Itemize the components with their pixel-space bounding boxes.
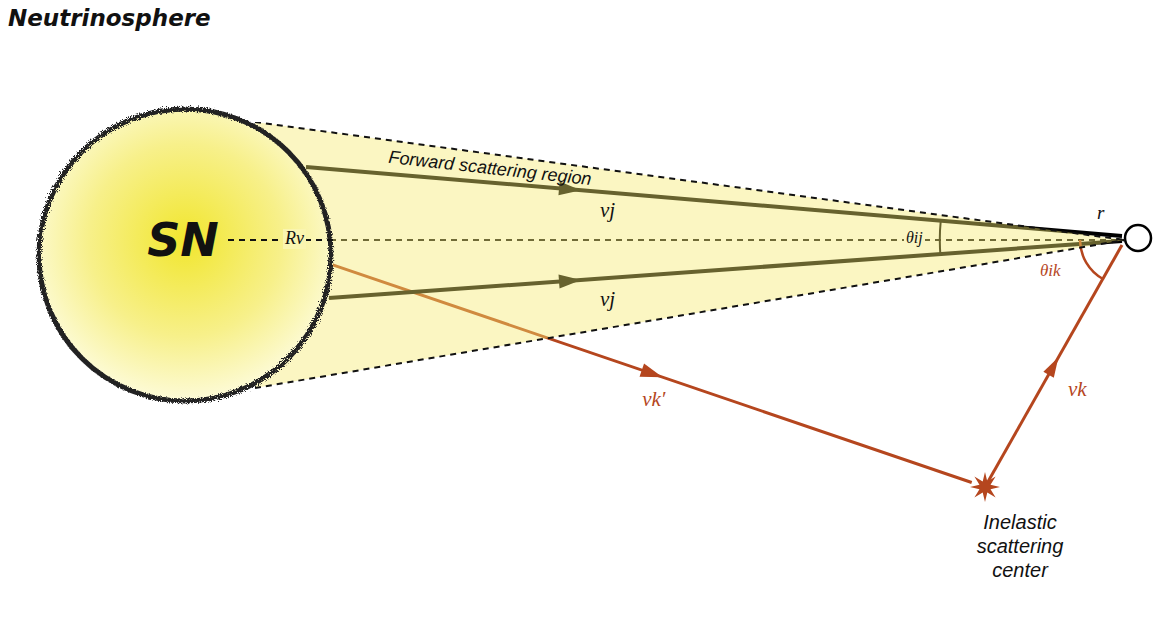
- scattering-center-label: Inelastic scattering center: [960, 510, 1080, 582]
- supernova-label: SN: [147, 215, 219, 266]
- scattered-neutrino-ray: [985, 245, 1122, 487]
- distance-symbol: r: [1097, 203, 1104, 224]
- cone-edge: [255, 122, 1125, 240]
- neutrinosphere-fill: [39, 109, 331, 401]
- star-shape: [970, 472, 1000, 502]
- cone-shape: [255, 122, 1127, 390]
- observer-point: [1125, 225, 1151, 251]
- cone-edge: [255, 240, 1125, 388]
- neutrino-symbol: νj: [600, 288, 615, 311]
- scattering-star: [970, 472, 1000, 502]
- scattering-center: Inelastic scattering center: [960, 470, 1080, 600]
- ray-arrowhead: [1043, 354, 1063, 377]
- neutrino-symbol: νk′: [642, 388, 665, 411]
- angle-symbol: θij: [904, 229, 925, 247]
- forward-scattering-cone: Forward scattering region: [255, 122, 1127, 390]
- radius-symbol: Rν: [283, 229, 306, 249]
- axis-dashed-line: [228, 239, 333, 241]
- neutrino-symbol: νk: [1068, 378, 1087, 401]
- figure-heading: Neutrinosphere: [8, 6, 211, 31]
- angle-symbol: θik: [1040, 262, 1061, 281]
- neutrino-symbol: νj: [600, 199, 615, 222]
- cone-fill: [255, 122, 1125, 388]
- neutrinosphere-edge: [39, 109, 331, 401]
- supernova-core: SN: [35, 105, 335, 405]
- connector-arrowhead: [640, 363, 665, 383]
